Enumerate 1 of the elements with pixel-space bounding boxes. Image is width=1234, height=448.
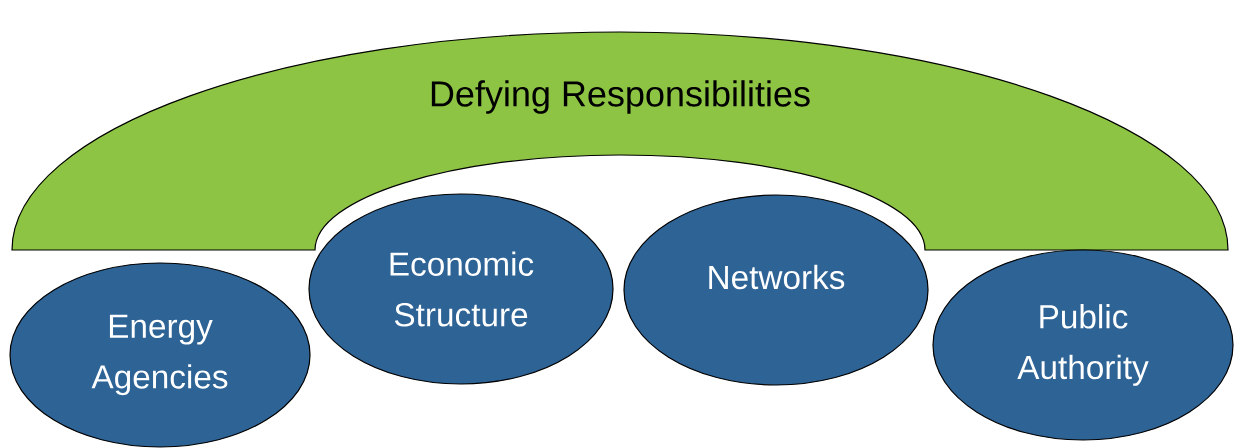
arch-band: Defying Responsibilities — [11, 31, 1229, 251]
